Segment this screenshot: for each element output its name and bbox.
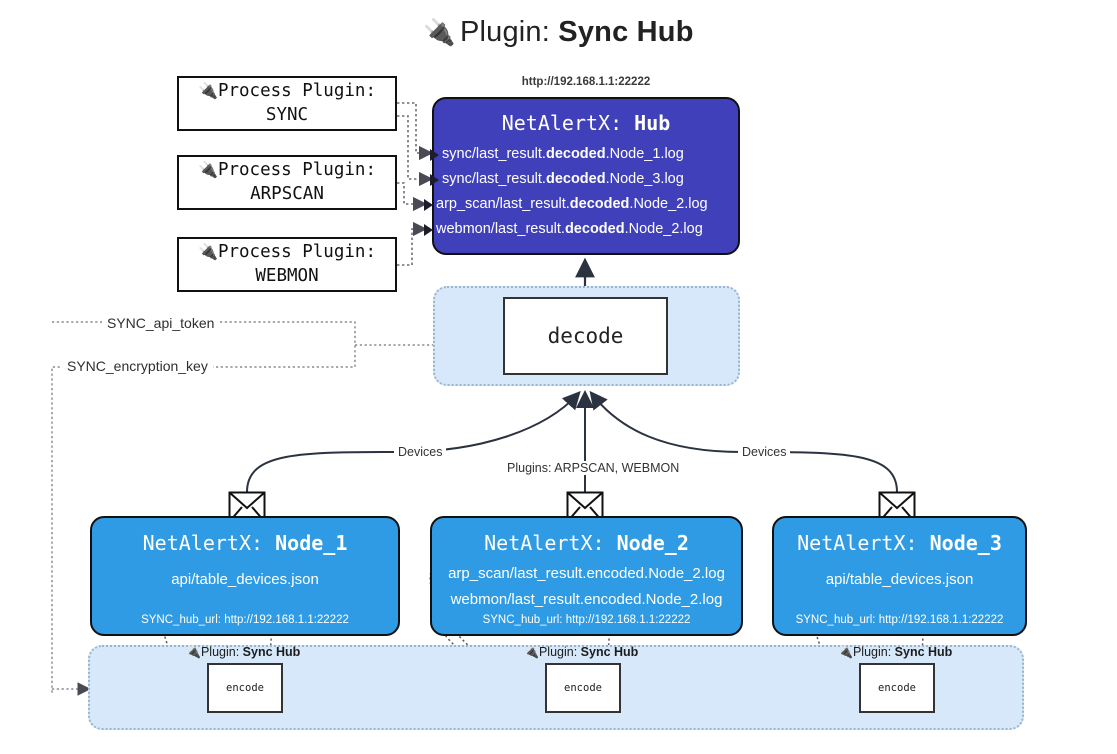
node-title: NetAlertX: Node_2 <box>432 531 741 555</box>
plugins-label-center: Plugins: ARPSCAN, WEBMON <box>503 461 684 475</box>
plug-icon: 🔌 <box>198 81 218 101</box>
node-content-list: arp_scan/last_result.encoded.Node_2.log … <box>432 561 741 613</box>
hub-log-line: webmon/last_result.decoded.Node_2.log <box>424 217 738 242</box>
plug-icon: 🔌 <box>198 242 218 262</box>
sync-api-token-label: SYNC_api_token <box>102 315 220 331</box>
log-post: .Node_2.log <box>624 221 703 237</box>
process-plugin-name: SYNC <box>265 104 309 125</box>
encode-box-node-2[interactable]: encode <box>545 663 621 713</box>
plugin-tag-prefix: Plugin: <box>538 645 578 659</box>
log-strong: decoded <box>569 196 630 212</box>
node-title-prefix: NetAlertX: <box>484 531 605 555</box>
log-strong: decoded <box>545 146 606 162</box>
plug-icon: 🔌 <box>186 645 201 659</box>
node-hub-url: SYNC_hub_url: http://192.168.1.1:22222 <box>482 614 691 626</box>
process-plugin-webmon[interactable]: 🔌Process Plugin: WEBMON <box>177 237 397 292</box>
log-post: .Node_2.log <box>629 196 708 212</box>
node-content-list: api/table_devices.json <box>92 567 398 593</box>
log-pre: sync/last_result. <box>442 171 546 187</box>
devices-label-right: Devices <box>738 445 791 459</box>
plug-icon: 🔌 <box>198 160 218 180</box>
node-title-name: Node_2 <box>616 531 689 555</box>
encode-box-node-1[interactable]: encode <box>207 663 283 713</box>
hub-title-prefix: NetAlertX: <box>501 111 623 135</box>
hub-url-label: http://192.168.1.1:22222 <box>521 76 651 88</box>
node-content-line: webmon/last_result.encoded.Node_2.log <box>450 591 723 608</box>
page-title-name: Sync Hub <box>558 16 694 48</box>
process-plugin-name: ARPSCAN <box>250 183 324 204</box>
log-strong: decoded <box>564 221 625 237</box>
log-pre: arp_scan/last_result. <box>436 196 570 212</box>
decode-box[interactable]: decode <box>503 297 668 375</box>
plugin-tag-node-2: 🔌Plugin: Sync Hub <box>524 645 638 659</box>
hub-log-line: sync/last_result.decoded.Node_1.log <box>430 142 738 167</box>
node-title: NetAlertX: Node_1 <box>92 531 398 555</box>
process-plugin-header: Process Plugin: <box>217 242 376 263</box>
log-post: .Node_3.log <box>605 171 684 187</box>
hub-log-list: sync/last_result.decoded.Node_1.log sync… <box>424 142 738 242</box>
node-content-list: api/table_devices.json <box>774 567 1025 593</box>
encode-label: encode <box>226 682 264 694</box>
node-content-line: api/table_devices.json <box>171 571 319 588</box>
process-plugin-sync[interactable]: 🔌Process Plugin: SYNC <box>177 76 397 131</box>
process-plugin-name: WEBMON <box>255 265 319 286</box>
arrow-marker-icon <box>430 173 439 186</box>
plugin-tag-name: Sync Hub <box>242 645 301 659</box>
node-title-prefix: NetAlertX: <box>797 531 918 555</box>
node-title: NetAlertX: Node_3 <box>774 531 1025 555</box>
plugin-tag-prefix: Plugin: <box>852 645 892 659</box>
page-title: 🔌Plugin: Sync Hub <box>0 16 1117 49</box>
node-2[interactable]: NetAlertX: Node_2 arp_scan/last_result.e… <box>430 516 743 636</box>
hub-log-line: arp_scan/last_result.decoded.Node_2.log <box>424 192 738 217</box>
log-strong: decoded <box>545 171 606 187</box>
encode-label: encode <box>564 682 602 694</box>
plugin-tag-name: Sync Hub <box>894 645 953 659</box>
node-1[interactable]: NetAlertX: Node_1 api/table_devices.json… <box>90 516 400 636</box>
process-plugin-header: Process Plugin: <box>217 81 376 102</box>
hub-title-name: Hub <box>634 111 671 135</box>
decode-label: decode <box>547 324 624 348</box>
devices-label-left: Devices <box>394 445 447 459</box>
arrow-marker-icon <box>424 198 433 211</box>
node-hub-url: SYNC_hub_url: http://192.168.1.1:22222 <box>795 614 1004 626</box>
hub-title: NetAlertX: Hub <box>434 111 738 135</box>
node-3[interactable]: NetAlertX: Node_3 api/table_devices.json… <box>772 516 1027 636</box>
node-title-name: Node_3 <box>929 531 1002 555</box>
log-post: .Node_1.log <box>605 146 684 162</box>
sync-encryption-key-label: SYNC_encryption_key <box>62 358 213 374</box>
node-title-prefix: NetAlertX: <box>142 531 264 555</box>
node-content-line: arp_scan/last_result.encoded.Node_2.log <box>448 565 725 582</box>
encode-label: encode <box>878 682 916 694</box>
node-content-line: api/table_devices.json <box>825 571 974 588</box>
encode-box-node-3[interactable]: encode <box>859 663 935 713</box>
hub-node[interactable]: NetAlertX: Hub sync/last_result.decoded.… <box>424 97 740 255</box>
arrow-marker-icon <box>430 148 439 161</box>
plug-icon: 🔌 <box>423 17 456 47</box>
process-plugin-arpscan[interactable]: 🔌Process Plugin: ARPSCAN <box>177 155 397 210</box>
log-pre: sync/last_result. <box>442 146 546 162</box>
node-title-name: Node_1 <box>275 531 348 555</box>
node-hub-url: SYNC_hub_url: http://192.168.1.1:22222 <box>141 614 349 626</box>
process-plugin-header: Process Plugin: <box>217 160 376 181</box>
log-pre: webmon/last_result. <box>436 221 565 237</box>
plugin-tag-prefix: Plugin: <box>200 645 240 659</box>
plug-icon: 🔌 <box>838 645 853 659</box>
page-title-prefix: Plugin: <box>459 16 551 48</box>
plugin-tag-name: Sync Hub <box>580 645 639 659</box>
plugin-tag-node-3: 🔌Plugin: Sync Hub <box>838 645 952 659</box>
arrow-marker-icon <box>424 223 433 236</box>
plugin-tag-node-1: 🔌Plugin: Sync Hub <box>186 645 300 659</box>
plug-icon: 🔌 <box>524 645 539 659</box>
hub-log-line: sync/last_result.decoded.Node_3.log <box>430 167 738 192</box>
